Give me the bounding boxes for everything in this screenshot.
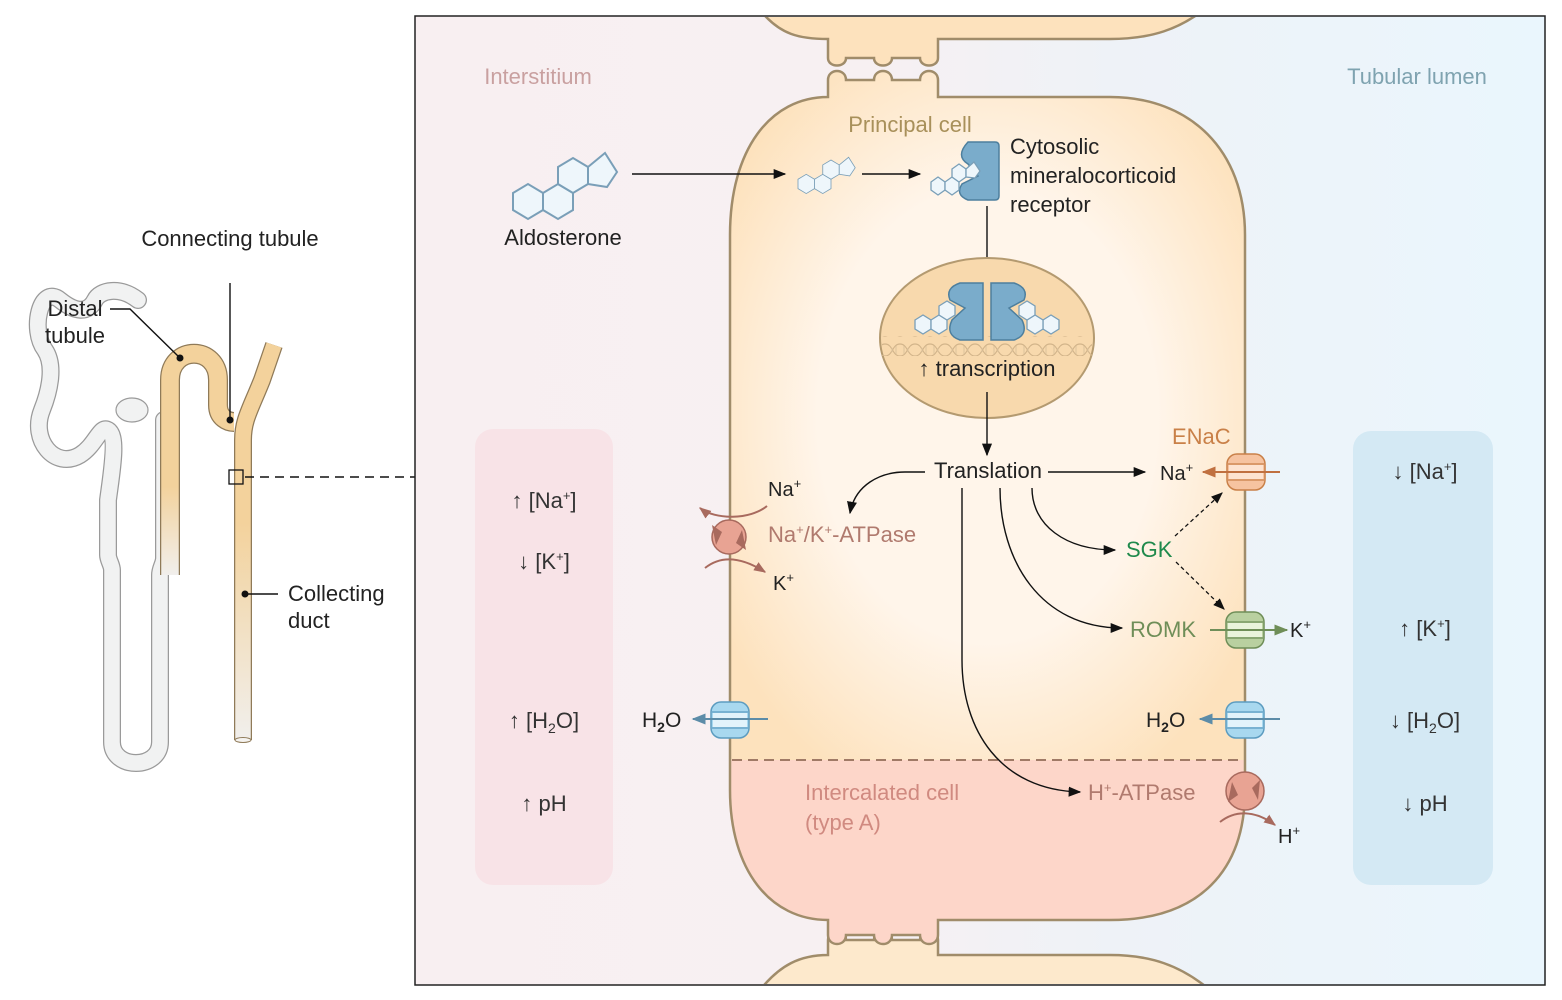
aquaporin-right-icon (1198, 701, 1280, 739)
collecting-duct-label-1: Collecting (288, 581, 385, 606)
interstitium-box (475, 429, 613, 885)
interstitium-label: Interstitium (484, 64, 592, 89)
lumen-box (1353, 431, 1493, 885)
interstitium-ph: ↑ pH (521, 791, 566, 816)
h-atpase-label: H+-ATPase (1088, 780, 1195, 805)
aldosterone-icon (512, 151, 619, 221)
connecting-tubule-label: Connecting tubule (141, 226, 318, 251)
receptor-label-2: mineralocorticoid (1010, 163, 1176, 188)
mineralocorticoid-receptor-icon (930, 141, 1000, 201)
intercalated-cell (730, 760, 1245, 944)
enac-label: ENaC (1172, 424, 1231, 449)
na-k-atpase-pump-icon (699, 505, 768, 573)
intercalated-cell-label-1: Intercalated cell (805, 780, 959, 805)
lumen-h2o: ↓ [H2O] (1390, 708, 1460, 736)
aldosterone-label: Aldosterone (504, 225, 621, 250)
principal-cell-label: Principal cell (848, 112, 972, 137)
collecting-duct-label-2: duct (288, 608, 330, 633)
lumen-changes: ↓ [Na+] ↑ [K+] ↓ [H2O] ↓ pH (1390, 459, 1460, 816)
receptor-label-3: receptor (1010, 192, 1091, 217)
cell-membrane (728, 69, 1247, 946)
aldosterone-small-icon (797, 156, 856, 195)
receptor-label-1: Cytosolic (1010, 134, 1099, 159)
intercalated-cell-label-2: (type A) (805, 810, 881, 835)
receptor-dimer-icon (914, 282, 1060, 341)
enac-na-label: Na+ (1160, 460, 1193, 485)
interstitium-k: ↓ [K+] (518, 549, 570, 574)
interstitium-na: ↑ [Na+] (511, 488, 576, 513)
distal-tubule-label-1: Distal (47, 296, 102, 321)
enac-channel-icon (1201, 453, 1280, 491)
neighbor-cell-top (764, 17, 1196, 67)
h2o-left-label: H2O (642, 709, 681, 735)
na-k-atpase-label: Na+/K+-ATPase (768, 522, 916, 547)
distal-tubule-label-2: tubule (45, 323, 105, 348)
nak-k-label: K+ (773, 570, 794, 595)
nephron-illustration (28, 282, 415, 772)
aquaporin-left-icon (691, 701, 768, 739)
sgk-label: SGK (1126, 537, 1173, 562)
romk-label: ROMK (1130, 617, 1196, 642)
dna-strand (882, 336, 1092, 356)
nak-na-label: Na+ (768, 476, 801, 501)
h-atpase-pump-icon (1219, 771, 1276, 826)
romk-channel-icon (1210, 611, 1289, 649)
lumen-ph: ↓ pH (1402, 791, 1447, 816)
interstitium-changes: ↑ [Na+] ↓ [K+] ↑ [H2O] ↑ pH (509, 488, 579, 816)
zoom-region-marker (228, 469, 244, 485)
transcription-label: ↑ transcription (919, 356, 1056, 381)
h2o-right-label: H2O (1146, 709, 1185, 735)
h-out-label: H+ (1278, 823, 1300, 848)
tubular-lumen-label: Tubular lumen (1347, 64, 1487, 89)
interstitium-h2o: ↑ [H2O] (509, 708, 579, 736)
romk-k-label: K+ (1290, 617, 1311, 642)
lumen-na: ↓ [Na+] (1392, 459, 1457, 484)
lumen-k: ↑ [K+] (1399, 616, 1451, 641)
translation-label: Translation (934, 458, 1042, 483)
